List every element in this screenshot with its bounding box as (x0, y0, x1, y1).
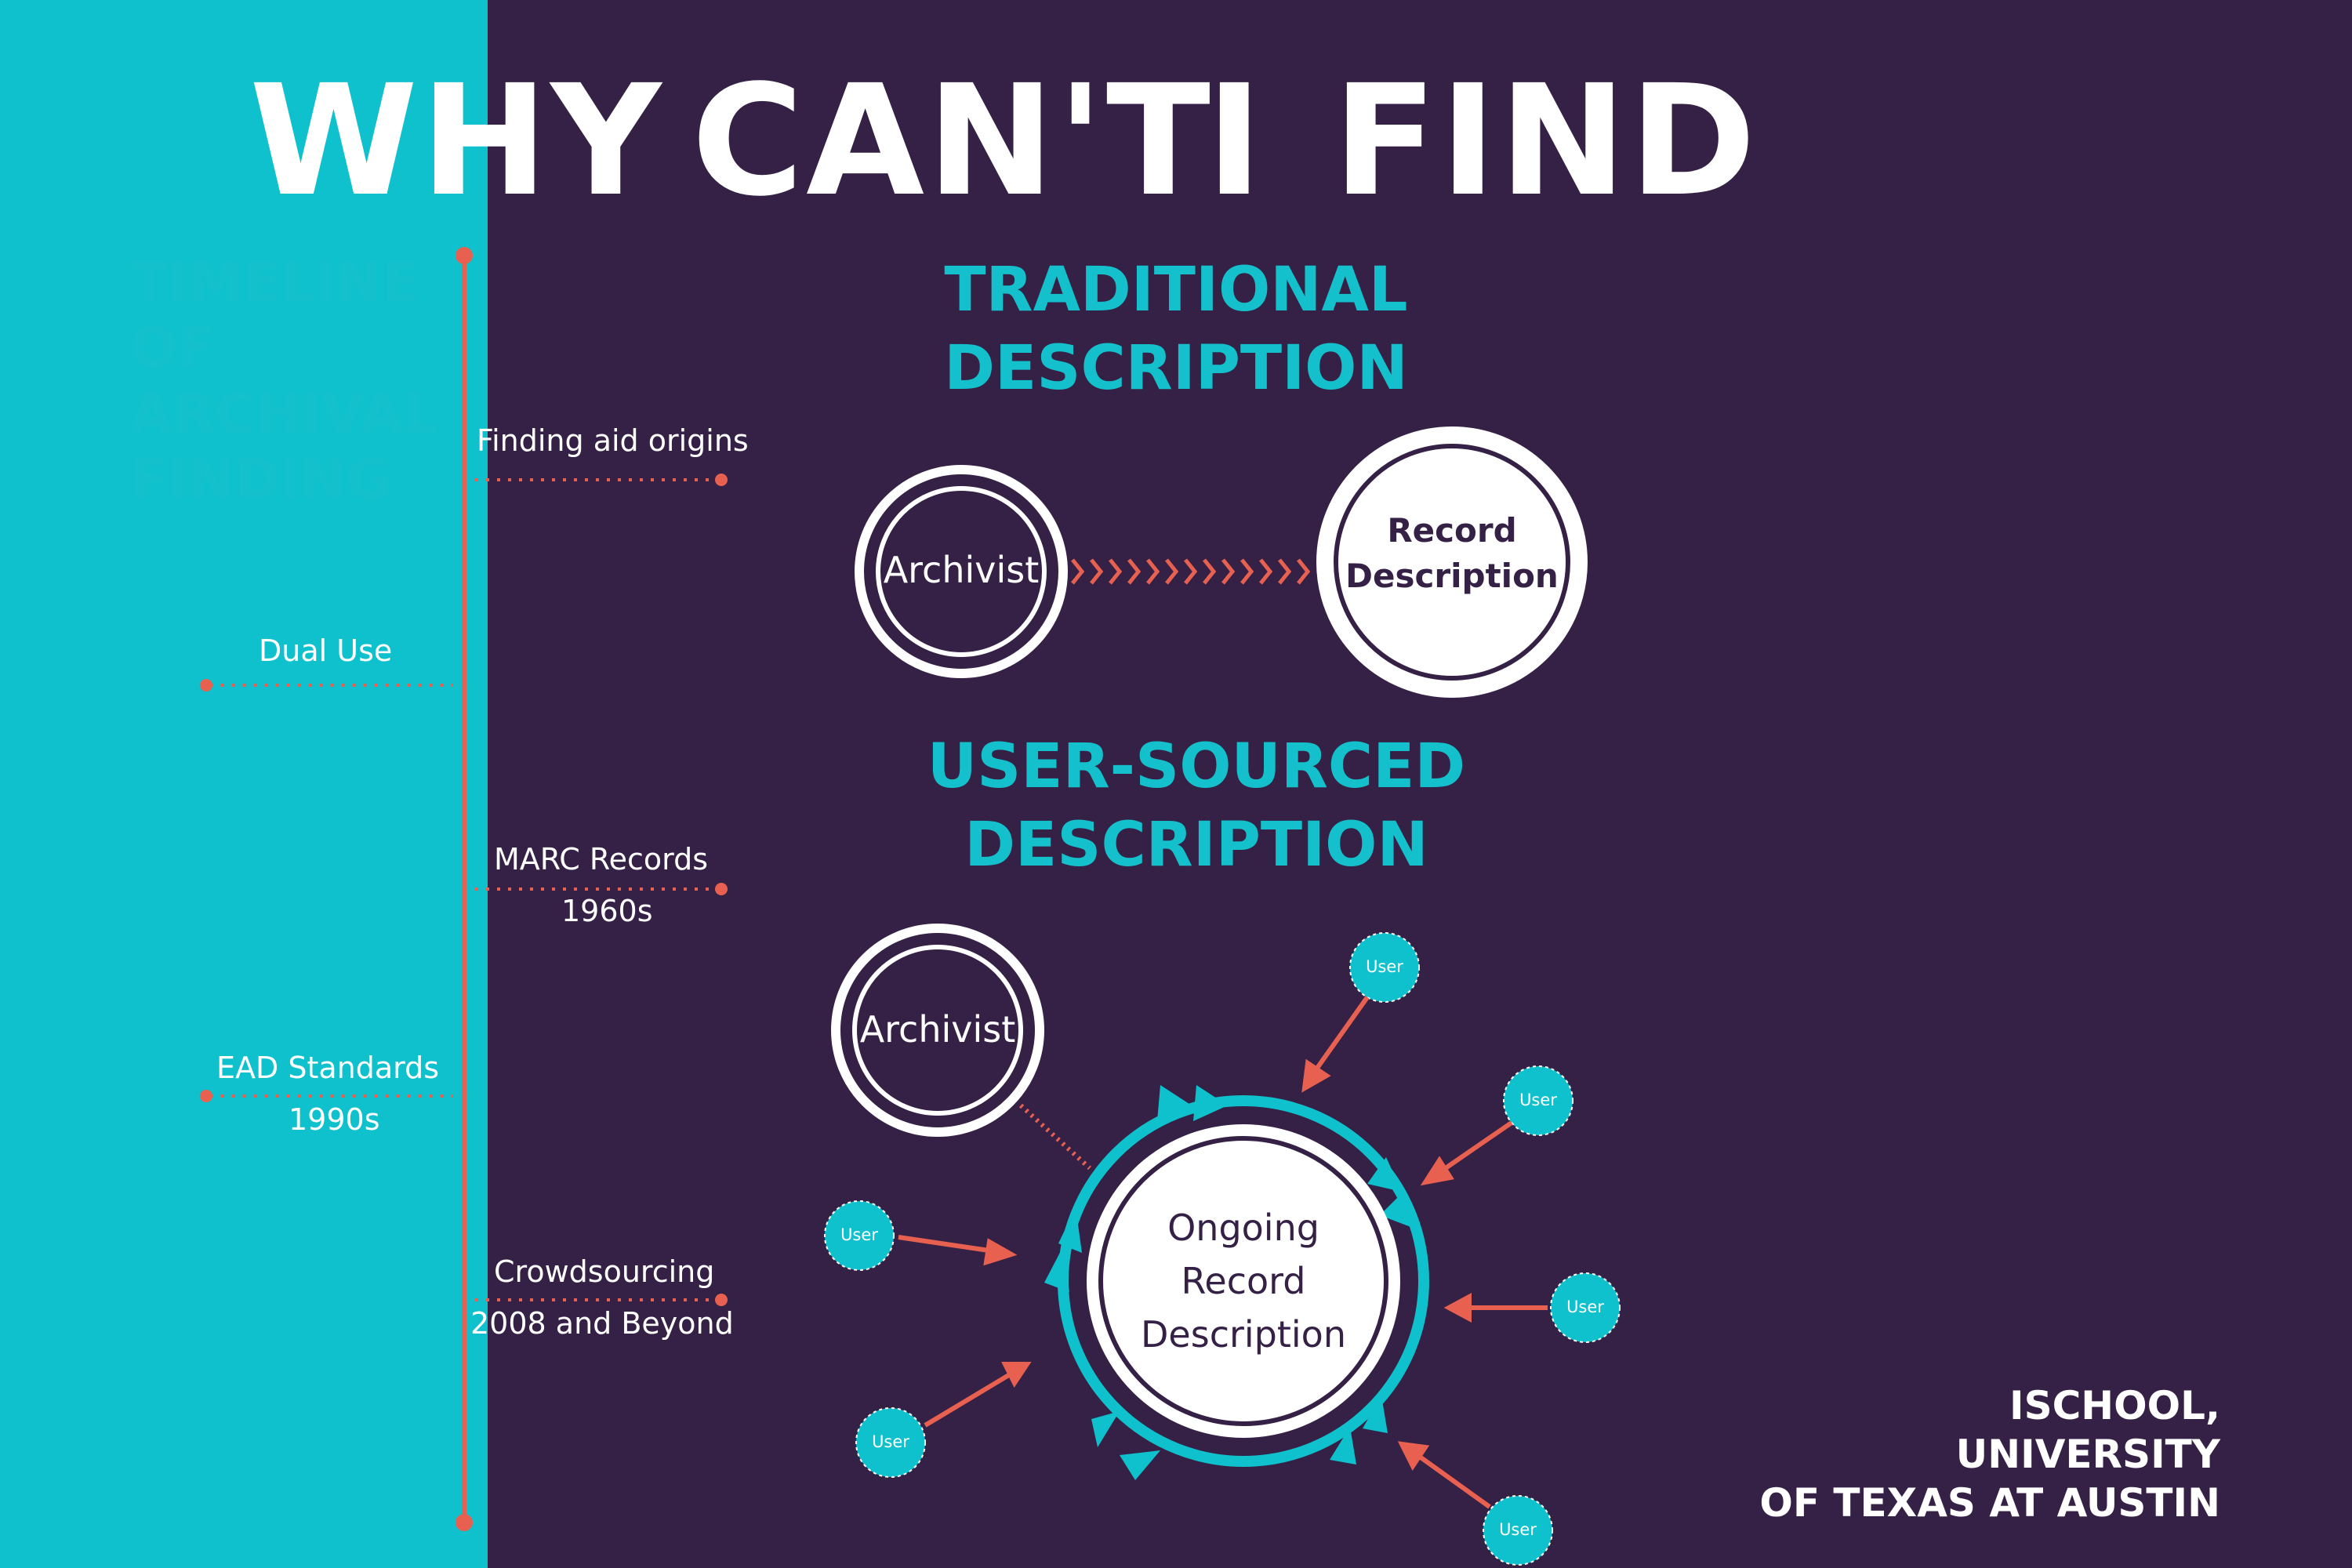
archivist-node-outer (855, 465, 1068, 678)
archivist-node-inner (876, 486, 1047, 657)
title-word-why: WHY (249, 52, 664, 230)
timeline-event-label: Crowdsourcing (494, 1254, 715, 1289)
archivist-label: Archivist (859, 1008, 1016, 1051)
user-arrow-head (1420, 1156, 1454, 1186)
user-node-label: User (1499, 1520, 1537, 1539)
timeline-branch-dot (200, 679, 212, 691)
sidebar-subtitle-line: A USER-CENTRIC STUDY (1762, 295, 2214, 334)
user-arrows (898, 996, 1548, 1509)
archivist-node-outer (831, 924, 1044, 1137)
record-node-inner (1334, 444, 1570, 681)
title-word-i: I (1206, 52, 1265, 230)
ongoing-record-label-line: Ongoing (1167, 1207, 1319, 1249)
ongoing-record-label: Ongoing Record Description (1126, 1201, 1361, 1361)
user-arrow-head (1443, 1292, 1472, 1323)
user-node (1349, 932, 1420, 1003)
user-node-label: User (1566, 1298, 1604, 1316)
record-description-label: Record Description (1334, 508, 1570, 599)
affiliation-line: ISCHOOL, UNIVERSITY (1955, 1383, 2220, 1477)
timeline-end-dot (456, 1514, 473, 1531)
user-node (1550, 1272, 1621, 1343)
user-arrow (924, 1371, 1013, 1428)
timeline-event-date: 1990s (289, 1102, 380, 1137)
record-label-line: Description (1345, 557, 1559, 595)
user-node-label: User (1519, 1091, 1557, 1109)
title-word-cant: CAN'T (691, 52, 1213, 230)
chevron-arrow (1071, 558, 1311, 585)
timeline-event-date: 2008 and Beyond (470, 1306, 734, 1341)
author-name: MOLLY MCGEE (1896, 1329, 2220, 1376)
sidebar-band (0, 0, 488, 1568)
title-word-find: FIND (1333, 52, 1759, 230)
timeline-heading: TIMELINE OF ARCHIVAL FINDING (130, 249, 437, 513)
sidebar-subtitle: A USER-CENTRIC STUDY AND RECOMMENDATIONS… (1734, 293, 2214, 509)
user-arrow-head (1397, 1441, 1430, 1471)
timeline-heading-line: TIMELINE (130, 250, 419, 314)
timeline-branch-dot (715, 1294, 728, 1306)
user-sourced-heading: USER-SOURCED DESCRIPTION (898, 728, 1494, 884)
timeline-event-label: MARC Records (494, 842, 708, 877)
user-node-label: User (1366, 957, 1403, 976)
archivist-node-inner (852, 945, 1023, 1116)
traditional-heading: TRADITIONAL DESCRIPTION (941, 251, 1411, 408)
sidebar-subtitle-line: AND RECOMMENDATIONS (1824, 338, 2214, 420)
timeline-event-label: Finding aid origins (477, 423, 749, 458)
timeline-heading-line: FINDING (130, 448, 391, 512)
timeline-start-dot (456, 247, 473, 264)
author-name: SELENA ALEMAN (1838, 1183, 2220, 1230)
author-name: COURTNEY CHRISTNER (1958, 1232, 2220, 1327)
user-nodes (824, 932, 1621, 1566)
archivist-label: Archivist (883, 549, 1040, 591)
user-arrow-head (1301, 1058, 1331, 1093)
timeline-event-label: EAD Standards (216, 1051, 440, 1085)
affiliation-line: OF TEXAS AT AUSTIN (1759, 1480, 2220, 1526)
timeline-branch-dot (715, 883, 728, 895)
user-node (1503, 1065, 1573, 1136)
user-arrow-head (983, 1238, 1018, 1266)
authors: SELENA ALEMAN COURTNEY CHRISTNER MOLLY M… (1734, 1182, 2220, 1377)
user-arrow (1312, 996, 1370, 1074)
user-arrow (1416, 1453, 1491, 1509)
user-node-label: User (840, 1225, 878, 1244)
timeline-branch-dot (200, 1090, 212, 1102)
sidebar-subtitle-line: INFORMATION (1946, 467, 2214, 506)
timeline-branch-dot (715, 474, 728, 486)
user-arrow (898, 1235, 995, 1254)
user-node (855, 1407, 926, 1478)
user-node-label: User (872, 1432, 909, 1451)
timeline-event-label: Dual Use (259, 633, 393, 668)
timeline-heading-line: OF (130, 316, 215, 380)
timeline-heading-line: ARCHIVAL (130, 382, 438, 446)
user-node (824, 1200, 895, 1271)
user-sourced-heading-line: DESCRIPTION (964, 810, 1428, 880)
cycle-arrowheads (1044, 1085, 1413, 1480)
user-arrow-head (1001, 1362, 1032, 1388)
user-arrow (1439, 1120, 1513, 1174)
timeline-event-date: 1960s (561, 894, 653, 928)
user-node (1483, 1495, 1553, 1566)
affiliation: ISCHOOL, UNIVERSITY OF TEXAS AT AUSTIN (1734, 1381, 2220, 1527)
sidebar-subtitle-line: FOR LOCATING ARCHIVAL (1735, 424, 2214, 463)
traditional-heading-line: TRADITIONAL (944, 255, 1408, 325)
user-sourced-heading-line: USER-SOURCED (927, 731, 1466, 802)
record-label-line: Record (1387, 511, 1517, 550)
ongoing-record-node-inner (1098, 1136, 1388, 1426)
ongoing-record-label-line: Record (1181, 1260, 1306, 1302)
traditional-heading-line: DESCRIPTION (944, 333, 1408, 404)
title-word-you: YOU? (1759, 52, 2216, 230)
ongoing-record-label-line: Description (1141, 1313, 1346, 1356)
archivist-link (1018, 1103, 1092, 1171)
